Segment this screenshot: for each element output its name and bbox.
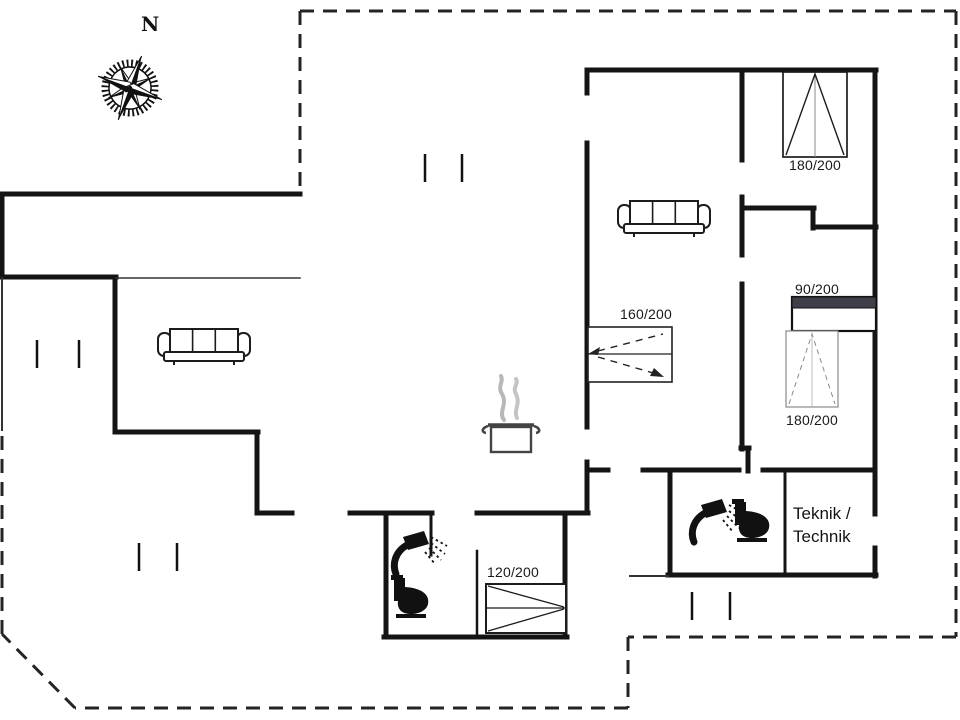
terrace-outline (0, 9, 958, 710)
stove-pot-icon (481, 374, 541, 454)
teknik-room-label: Teknik / Technik (793, 502, 851, 548)
shelf-size-label: 90/200 (794, 281, 840, 297)
compass-north-label: N (141, 12, 160, 36)
single-bed-icon (485, 583, 567, 634)
foldout-bed-icon (587, 326, 673, 383)
toilet-icon (391, 575, 429, 618)
teknik-room-label-line2: Technik (793, 527, 851, 546)
opening-marks (35, 154, 732, 620)
walls (0, 67, 879, 640)
double-bed-icon (782, 71, 848, 158)
sofa-icon (157, 328, 251, 366)
walls-light (1, 277, 787, 638)
bed-size-label: 180/200 (785, 412, 839, 428)
bed-size-label: 180/200 (788, 157, 842, 173)
compass-rose-icon (97, 55, 163, 121)
bed-size-label: 120/200 (486, 564, 540, 580)
teknik-room-label-line1: Teknik / (793, 504, 851, 523)
bed-size-label: 160/200 (619, 306, 673, 322)
double-bed-light-icon (785, 330, 839, 408)
toilet-icon (732, 499, 770, 542)
shower-icon (394, 531, 447, 574)
shelf-icon (790, 295, 878, 333)
sofa-icon (617, 200, 711, 238)
